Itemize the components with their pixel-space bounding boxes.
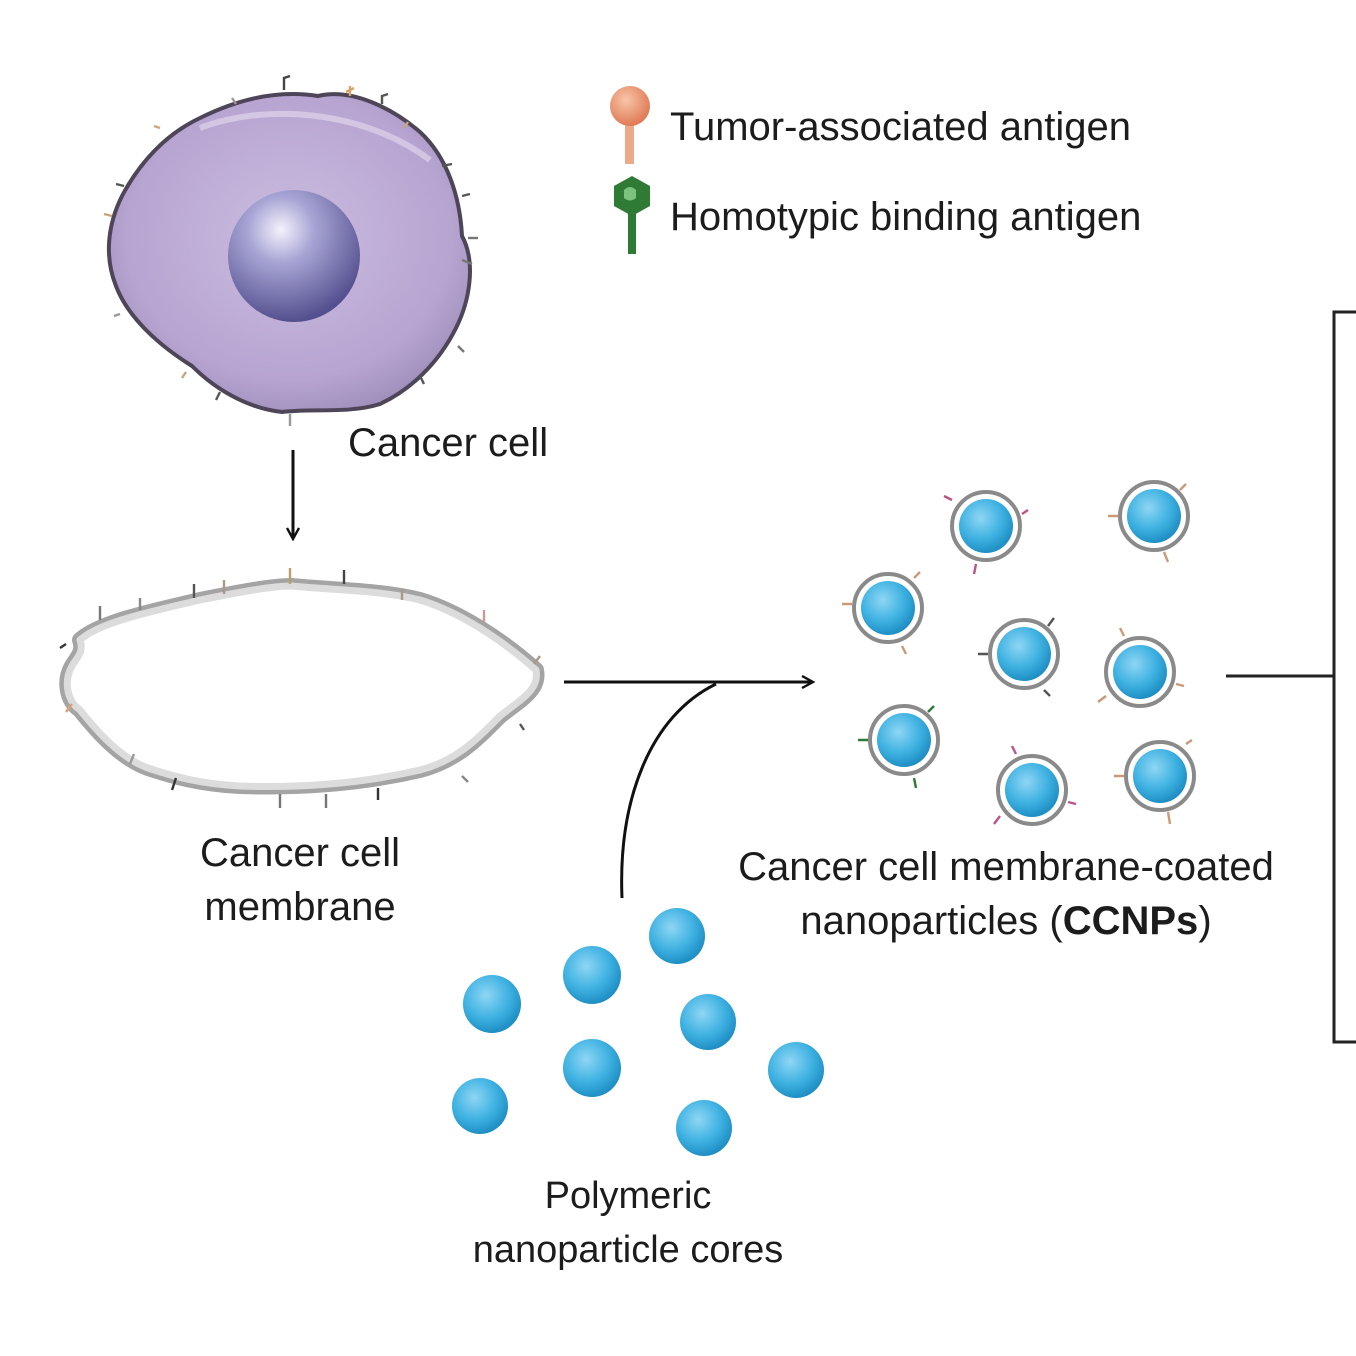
cell-surface-antigens bbox=[103, 74, 478, 426]
membrane-label-line1: Cancer cell bbox=[200, 831, 400, 875]
nanoparticle-core bbox=[676, 1100, 732, 1156]
ccnp-label-prefix: nanoparticles ( bbox=[800, 899, 1063, 943]
nanoparticle-core bbox=[452, 1078, 508, 1134]
nanoparticle-core bbox=[563, 946, 621, 1004]
legend-tumor-antigen-label: Tumor-associated antigen bbox=[670, 105, 1131, 149]
ccnp-particle bbox=[1108, 480, 1190, 563]
cancer-cell bbox=[103, 74, 478, 426]
nanoparticle-core bbox=[680, 994, 736, 1050]
ccnp-particle bbox=[858, 704, 940, 789]
ccnp-particle bbox=[993, 745, 1077, 826]
ccnp-label-line2: nanoparticles (CCNPs) bbox=[800, 899, 1211, 943]
homotypic-antigen-icon bbox=[614, 176, 650, 254]
cores-label-line2: nanoparticle cores bbox=[473, 1229, 784, 1271]
ccnp-cluster bbox=[842, 480, 1196, 826]
tumor-antigen-icon bbox=[610, 86, 650, 164]
right-bracket bbox=[1226, 310, 1356, 1044]
nanoparticle-core bbox=[768, 1042, 824, 1098]
cancer-cell-label: Cancer cell bbox=[348, 421, 548, 465]
ccnp-particle bbox=[842, 571, 924, 655]
cores-label-line1: Polymeric bbox=[545, 1175, 712, 1217]
legend: Tumor-associated antigen Homotypic bindi… bbox=[610, 86, 1141, 254]
ccnp-particle bbox=[978, 617, 1060, 697]
ccnp-particle bbox=[1097, 627, 1185, 708]
ccnp-label-suffix: ) bbox=[1198, 899, 1211, 943]
legend-homotypic-antigen-label: Homotypic binding antigen bbox=[670, 195, 1141, 239]
nanoparticle-core bbox=[563, 1039, 621, 1097]
ccnp-label-line1: Cancer cell membrane-coated bbox=[738, 845, 1274, 889]
cores-connector bbox=[620, 682, 717, 899]
cancer-cell-membrane bbox=[59, 568, 545, 808]
membrane-antigens bbox=[59, 568, 541, 808]
ccnp-particle bbox=[943, 490, 1029, 575]
ccnp-label-bold: CCNPs bbox=[1063, 899, 1199, 943]
ccnp-particle bbox=[1114, 739, 1196, 825]
nanoparticle-core bbox=[463, 975, 521, 1033]
nanoparticle-cores bbox=[452, 908, 824, 1156]
membrane-label-line2: membrane bbox=[204, 885, 395, 929]
nanoparticle-core bbox=[649, 908, 705, 964]
cancer-cell-nucleus bbox=[228, 190, 360, 322]
